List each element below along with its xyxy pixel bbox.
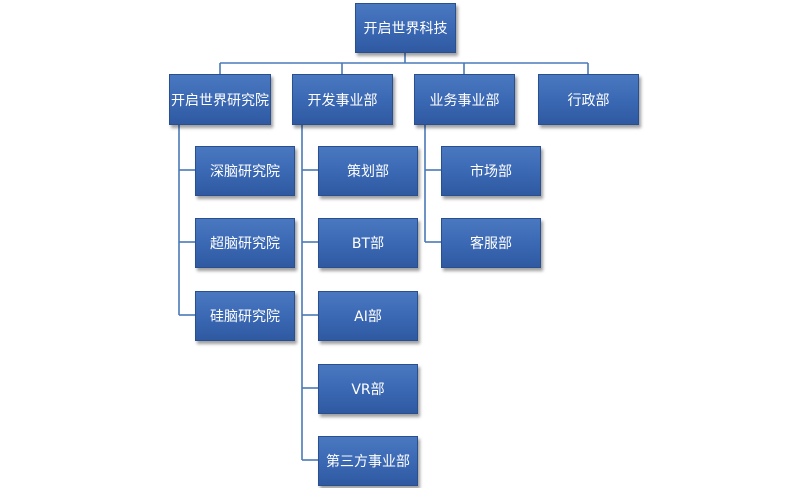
org-node-silicon-brain-institute: 硅脑研究院	[195, 291, 295, 341]
org-node-business-division: 业务事业部	[414, 74, 515, 125]
org-node-customer-service: 客服部	[441, 218, 541, 268]
org-node-deep-brain-institute: 深脑研究院	[195, 146, 295, 196]
org-node-research-institute: 开启世界研究院	[169, 74, 271, 125]
org-node-ai: AI部	[318, 291, 418, 341]
org-node-marketing: 市场部	[441, 146, 541, 196]
org-node-bt: BT部	[318, 218, 418, 268]
org-node-root: 开启世界科技	[355, 3, 456, 53]
org-node-super-brain-institute: 超脑研究院	[195, 218, 295, 268]
org-node-vr: VR部	[318, 364, 418, 414]
org-node-admin: 行政部	[538, 74, 639, 125]
org-node-planning: 策划部	[318, 146, 418, 196]
org-node-dev-division: 开发事业部	[292, 74, 393, 125]
org-node-third-party: 第三方事业部	[318, 436, 418, 486]
